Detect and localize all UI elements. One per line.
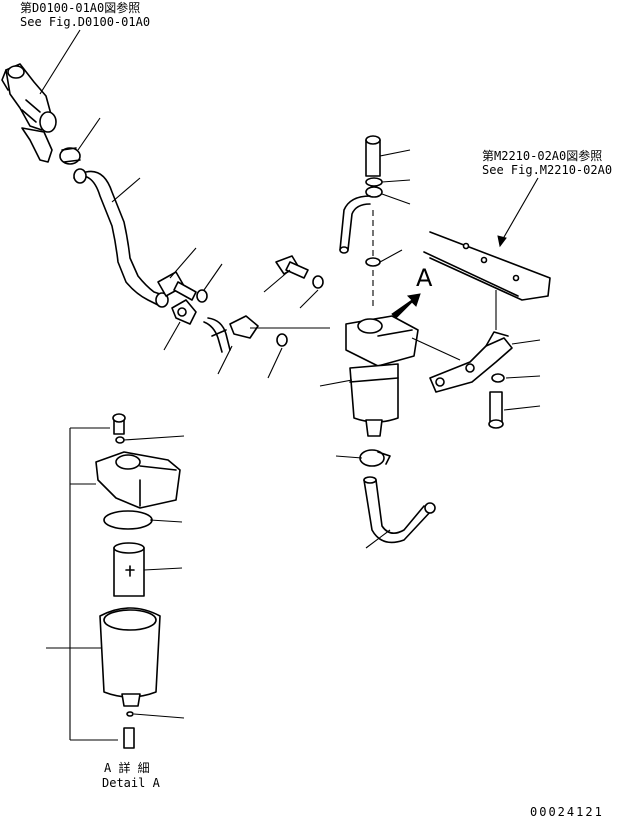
ref-top-left-en: See Fig.D0100-01A0	[20, 15, 151, 29]
hose-clamp-lower	[359, 449, 391, 467]
detail-label-en: Detail A	[102, 776, 160, 790]
fuel-hose-lower	[363, 476, 436, 544]
bolt-cluster-left	[157, 271, 208, 325]
detail-label-jp: A 詳 細	[104, 761, 150, 775]
ref-top-left-jp: 第D0100-01A0図参照	[20, 1, 141, 15]
detail-a-bracket	[46, 427, 118, 741]
banjo-bolt-mid	[275, 255, 324, 347]
mounting-bracket	[429, 331, 513, 429]
drawing-number: 00024121	[530, 805, 604, 819]
detail-a-parts	[95, 413, 181, 749]
ref-right-jp: 第M2210-02A0図参照	[482, 149, 603, 163]
ref-leader-right	[499, 177, 539, 245]
fuel-hose-long	[73, 168, 169, 308]
ref-right-en: See Fig.M2210-02A0	[482, 163, 613, 177]
fuel-filter-main	[339, 135, 421, 437]
upper-connector	[1, 63, 57, 163]
ref-leader-top-left	[39, 29, 81, 95]
hose-clamp-upper	[59, 147, 81, 165]
bent-tube	[203, 315, 259, 353]
frame-rail	[423, 231, 551, 301]
view-marker-a: A	[416, 264, 433, 292]
